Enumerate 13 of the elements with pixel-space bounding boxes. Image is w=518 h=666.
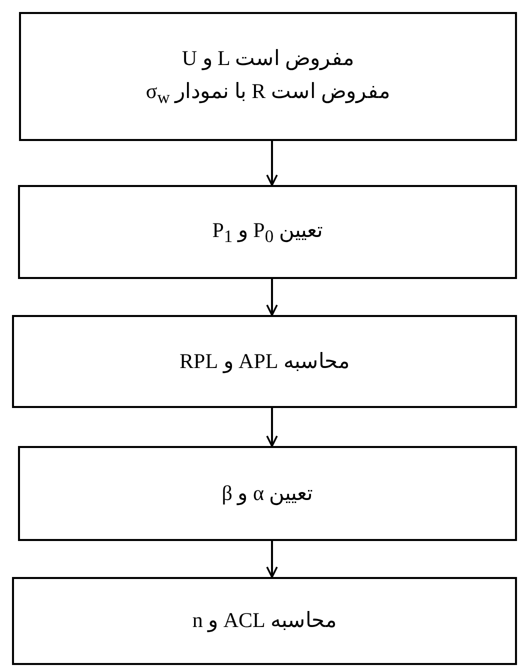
arrow	[266, 141, 278, 186]
process-box	[18, 446, 517, 541]
process-box	[18, 185, 517, 279]
step-text: U و L مفروض است	[182, 44, 354, 72]
arrow	[266, 408, 278, 447]
process-box	[12, 577, 517, 665]
step-text: محاسبه ACL و n	[192, 607, 337, 634]
step-text: تعیین α و β	[222, 480, 314, 508]
process-box	[12, 315, 517, 408]
arrow	[266, 279, 278, 316]
step-text: محاسبه APL و RPL	[180, 348, 350, 376]
process-box	[19, 12, 517, 141]
arrow	[266, 541, 278, 578]
